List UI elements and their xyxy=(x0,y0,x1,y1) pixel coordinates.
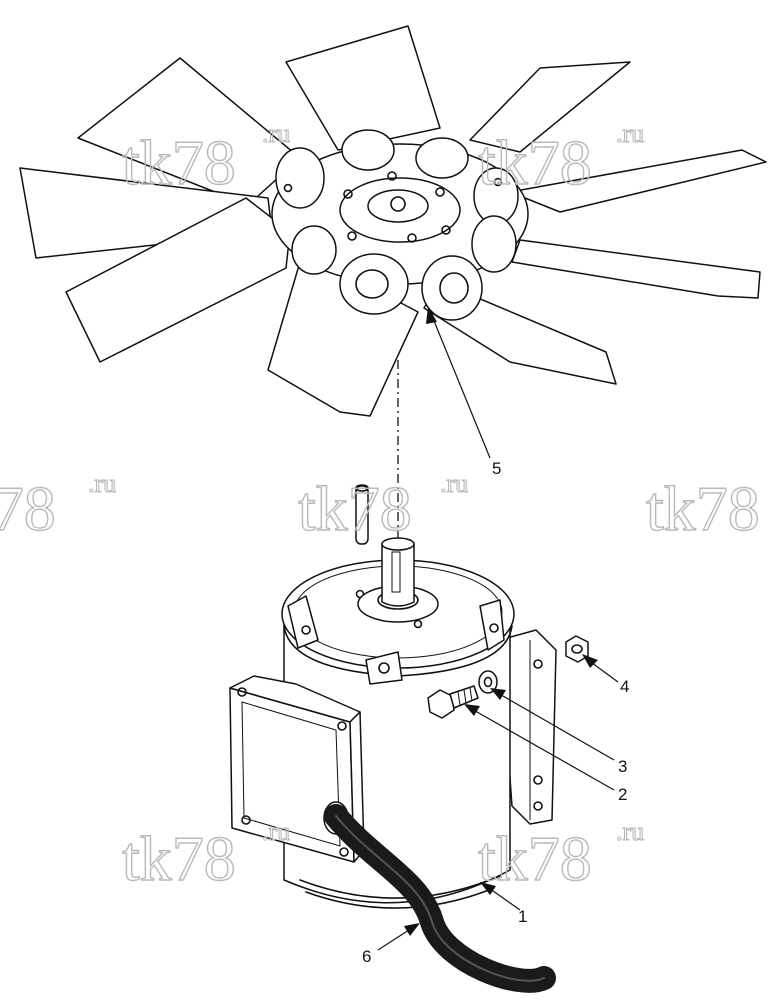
fan-blade xyxy=(65,197,291,363)
fan-blade xyxy=(285,25,441,151)
blade-clamp-hole xyxy=(439,272,469,304)
blade-clamp xyxy=(291,225,337,275)
fan-assembly xyxy=(19,25,767,417)
leader-lines xyxy=(377,306,619,951)
blade-clamp xyxy=(415,137,469,179)
nut xyxy=(565,635,589,663)
blade-clamp xyxy=(341,129,395,171)
callout-4: 4 xyxy=(620,677,629,696)
callout-2: 2 xyxy=(618,785,627,804)
fan-hub-bore xyxy=(390,196,406,212)
blade-clamp xyxy=(421,255,483,321)
callout-1: 1 xyxy=(518,907,527,926)
watermark-text: tk78 xyxy=(122,823,236,894)
watermark-suffix: .ru xyxy=(262,119,290,148)
watermark-text: tk78 xyxy=(478,127,592,198)
watermark-text: tk78 xyxy=(122,127,236,198)
fan-blade xyxy=(509,149,767,213)
fan-blade xyxy=(77,57,301,206)
shaft-key xyxy=(355,484,369,545)
bolt xyxy=(427,685,479,719)
fan-hub-plate xyxy=(367,189,429,223)
fan-blade xyxy=(511,239,761,299)
watermark-text: tk78 xyxy=(478,823,592,894)
blade-clamp xyxy=(275,147,325,209)
callout-5: 5 xyxy=(492,459,501,478)
mounting-bracket xyxy=(499,629,557,825)
watermark-suffix: .ru xyxy=(616,817,644,846)
watermarks: tk78 .ru tk78 .ru tk78 .ru tk78 .ru tk78… xyxy=(0,118,760,894)
blade-clamp-hole xyxy=(355,269,389,299)
fan-blade xyxy=(469,61,631,153)
blade-clamp xyxy=(339,253,409,315)
washer xyxy=(478,670,498,694)
callout-6: 6 xyxy=(362,947,371,966)
watermark-suffix: .ru xyxy=(616,119,644,148)
watermark-suffix: .ru xyxy=(440,469,468,498)
callout-3: 3 xyxy=(618,757,627,776)
blade-clamp xyxy=(471,215,517,273)
watermark-text: tk78 xyxy=(646,473,760,544)
watermark-text: tk78 xyxy=(0,473,56,544)
watermark-suffix: .ru xyxy=(88,469,116,498)
motor-shaft xyxy=(381,543,415,607)
watermark-text: tk78 xyxy=(298,473,412,544)
hub-bolts xyxy=(283,171,503,243)
watermark-suffix: .ru xyxy=(262,817,290,846)
